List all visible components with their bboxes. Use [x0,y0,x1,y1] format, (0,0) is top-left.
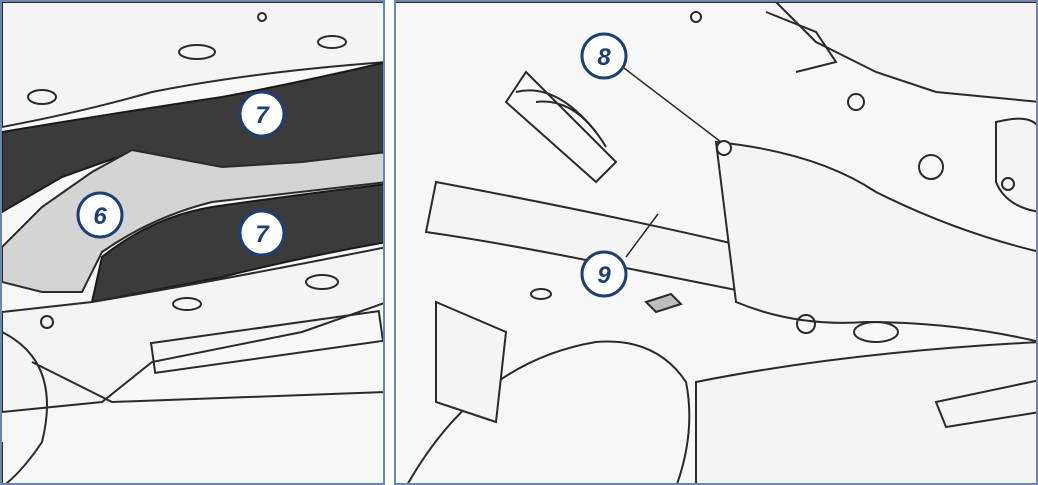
callout-8: 8 [580,32,628,80]
callout-circle [580,32,628,80]
bolt [847,93,865,111]
callout-circle [238,90,286,138]
drive-shaft [504,70,618,184]
bolt [716,140,732,156]
callout-circle [76,191,124,239]
callout-label: 8 [597,44,611,71]
lower-dark-shield [90,183,383,304]
callout-7-lower: 7 [238,209,286,257]
wheel-hub [995,117,1036,213]
upper-structure [396,2,1036,103]
subframe-hole [853,321,899,343]
bolt [40,315,54,329]
lower-hole [305,274,339,290]
callout-label: 7 [255,102,270,129]
subframe-bolt [796,314,816,334]
callout-label: 7 [255,221,270,248]
undertray [695,341,1036,483]
upper-hole [27,89,57,105]
hub-bolt [1001,177,1015,191]
subframe [714,140,1036,343]
right-suspension-illustration: 8 9 [396,2,1036,483]
light-center-shield [2,148,383,293]
callout-7-upper: 7 [238,90,286,138]
underbody-edge [2,361,383,483]
cv-boot [535,100,607,148]
upper-hole [257,12,267,22]
mount-hole [918,154,944,180]
callout-9-leader [625,213,659,258]
wheel-outline [2,331,48,483]
bracket [765,11,838,73]
vent-grille [149,310,383,374]
lower-hole [172,297,202,311]
callout-6: 6 [76,191,124,239]
clip-pad [644,292,683,314]
right-diagram-panel: 8 9 [394,0,1038,485]
callout-circle [238,209,286,257]
vent-grille [934,379,1036,429]
callout-circle [580,250,628,298]
bolt [690,11,702,23]
strut [435,300,508,424]
upper-hole [317,35,347,49]
arm-hole [530,288,552,300]
callout-8-leader [623,67,722,143]
upper-hole [178,44,216,60]
left-underbody-illustration: 7 6 7 [2,2,383,483]
callout-label: 6 [93,203,107,230]
upper-body-panel [2,2,383,129]
left-diagram-panel: 7 6 7 [0,0,385,485]
callout-9: 9 [580,250,628,298]
callout-label: 9 [597,262,611,289]
lower-body-panel [2,246,383,414]
